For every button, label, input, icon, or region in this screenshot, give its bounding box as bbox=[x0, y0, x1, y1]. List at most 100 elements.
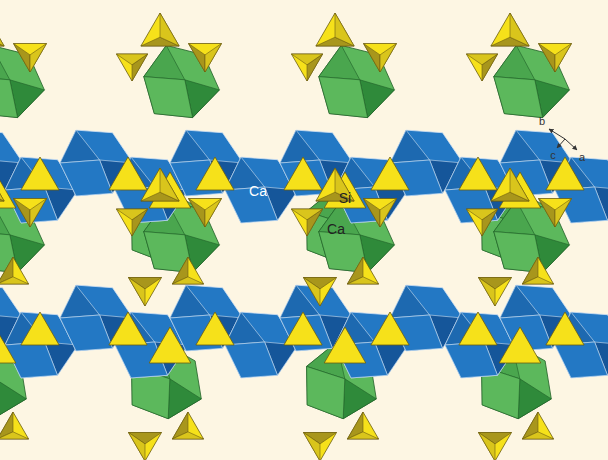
axis-label: a bbox=[579, 152, 585, 163]
tetrahedron bbox=[499, 327, 541, 363]
tetrahedron-face bbox=[364, 199, 381, 228]
tetrahedron bbox=[196, 312, 234, 345]
axis-label: b bbox=[539, 116, 545, 127]
tetrahedron bbox=[324, 327, 366, 363]
octahedron-face bbox=[494, 45, 535, 79]
octahedron bbox=[170, 285, 243, 351]
tetrahedron-face bbox=[347, 277, 378, 284]
atom-label: Ca bbox=[249, 184, 267, 198]
tetrahedron-face bbox=[0, 277, 29, 284]
tetrahedron-face bbox=[189, 44, 206, 73]
tetrahedron bbox=[491, 168, 529, 201]
tetrahedron bbox=[371, 157, 409, 190]
tetrahedron-face bbox=[555, 44, 572, 73]
green-octahedra bbox=[0, 45, 608, 418]
octahedron-face bbox=[60, 160, 113, 196]
octahedron-face bbox=[390, 130, 430, 163]
tetrahedron bbox=[172, 412, 203, 439]
octahedron-face bbox=[555, 342, 608, 378]
tetrahedron bbox=[459, 312, 497, 345]
octahedron-face bbox=[60, 130, 100, 163]
tetrahedron-face bbox=[522, 277, 553, 284]
octahedron-face bbox=[494, 77, 543, 118]
tetrahedron bbox=[129, 433, 162, 460]
tetrahedron bbox=[116, 54, 147, 81]
tetrahedron bbox=[109, 157, 147, 190]
tetrahedron-face bbox=[380, 44, 397, 73]
octahedron-face bbox=[168, 379, 201, 419]
tetrahedron-face bbox=[116, 54, 147, 65]
axis-arrow bbox=[557, 139, 565, 148]
axis-symbol bbox=[549, 129, 577, 150]
atom-label: Ca bbox=[327, 222, 345, 236]
tetrahedron-face bbox=[539, 199, 556, 228]
tetrahedron-face bbox=[205, 199, 222, 228]
tetrahedron bbox=[546, 312, 584, 345]
tetrahedron-face bbox=[555, 199, 572, 228]
tetrahedron-face bbox=[160, 13, 179, 46]
tetrahedron-face bbox=[479, 278, 496, 307]
tetrahedron bbox=[21, 157, 59, 190]
octahedron-face bbox=[225, 342, 278, 378]
octahedron-face bbox=[170, 285, 210, 318]
tetrahedron-face bbox=[0, 13, 4, 46]
tetrahedron bbox=[304, 433, 337, 460]
octahedron-face bbox=[343, 379, 376, 419]
tetrahedron-face bbox=[522, 432, 553, 439]
tetrahedron-face bbox=[510, 13, 529, 46]
tetrahedron-face bbox=[129, 433, 146, 460]
tetrahedron bbox=[546, 157, 584, 190]
octahedron-face bbox=[500, 285, 540, 318]
tetrahedron bbox=[466, 54, 497, 81]
tetrahedron bbox=[149, 327, 191, 363]
tetrahedron bbox=[189, 44, 222, 73]
tetrahedron bbox=[347, 412, 378, 439]
tetrahedron bbox=[304, 278, 337, 307]
tetrahedron bbox=[0, 412, 29, 439]
octahedron-face bbox=[307, 366, 345, 418]
tetrahedron bbox=[196, 157, 234, 190]
octahedron-face bbox=[60, 285, 100, 318]
tetrahedron-face bbox=[291, 209, 322, 220]
tetrahedron bbox=[14, 199, 47, 228]
tetrahedron-face bbox=[304, 433, 321, 460]
tetrahedron bbox=[21, 312, 59, 345]
tetrahedron bbox=[141, 13, 179, 46]
octahedron-face bbox=[0, 77, 18, 118]
tetrahedron-face bbox=[291, 54, 322, 65]
tetrahedron bbox=[479, 278, 512, 307]
tetrahedron bbox=[189, 199, 222, 228]
blue-octahedra bbox=[0, 130, 608, 378]
tetrahedron bbox=[109, 312, 147, 345]
axis-label: c bbox=[550, 150, 556, 161]
tetrahedron bbox=[172, 257, 203, 284]
tetrahedron bbox=[129, 278, 162, 307]
tetrahedron bbox=[522, 257, 553, 284]
tetrahedron bbox=[479, 433, 512, 460]
octahedron-face bbox=[500, 130, 540, 163]
octahedron-face bbox=[445, 342, 498, 378]
tetrahedron-face bbox=[364, 44, 381, 73]
axis-arrow bbox=[549, 129, 565, 139]
tetrahedron-face bbox=[466, 209, 497, 220]
tetrahedron-face bbox=[205, 44, 222, 73]
tetrahedron-face bbox=[0, 432, 29, 439]
atom-label: Si bbox=[339, 191, 351, 205]
tetrahedron-face bbox=[14, 44, 31, 73]
octahedron-face bbox=[144, 45, 185, 79]
octahedron-face bbox=[319, 45, 360, 79]
tetrahedron-face bbox=[30, 44, 47, 73]
tetrahedron-face bbox=[116, 209, 147, 220]
tetrahedron-face bbox=[304, 278, 321, 307]
tetrahedron bbox=[141, 168, 179, 201]
tetrahedron-face bbox=[347, 432, 378, 439]
octahedron bbox=[170, 130, 243, 196]
tetrahedron-face bbox=[335, 13, 354, 46]
octahedron-face bbox=[319, 77, 368, 118]
tetrahedron bbox=[539, 199, 572, 228]
octahedron-face bbox=[280, 130, 320, 163]
tetrahedron-face bbox=[14, 199, 31, 228]
tetrahedron bbox=[364, 199, 397, 228]
axis-arrow bbox=[565, 139, 577, 150]
